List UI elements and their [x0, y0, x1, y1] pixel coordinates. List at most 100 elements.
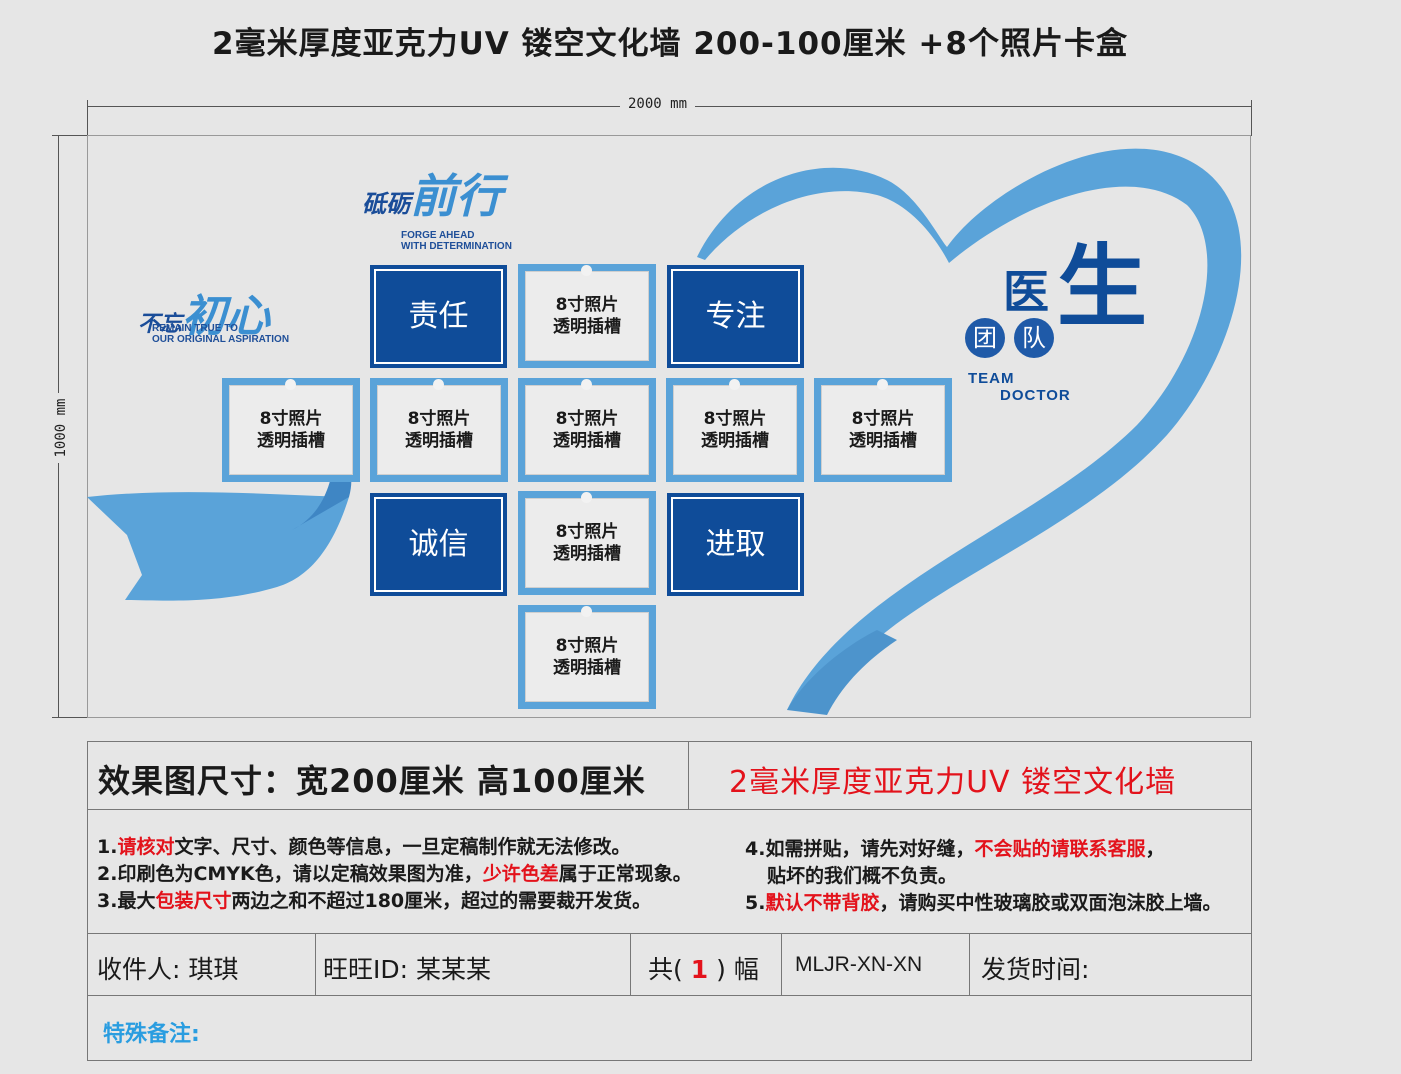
special-remark-label: 特殊备注: — [103, 1022, 200, 1047]
photo-slot-line2: 透明插槽 — [849, 431, 917, 451]
photo-slot-line2: 透明插槽 — [553, 658, 621, 678]
team-char-tuan: 团 — [965, 318, 1005, 358]
effect-size-label: 效果图尺寸：宽200厘米 高100厘米 — [98, 762, 646, 800]
product-code: MLJR-XN-XN — [795, 953, 923, 976]
note-3-text: 两边之和不超过180厘米，超过的需要裁开发货。 — [231, 890, 652, 912]
team-en-line2: DOCTOR — [1000, 387, 1071, 404]
note-3: 3.最大包装尺寸两边之和不超过180厘米，超过的需要裁开发货。 — [97, 888, 651, 915]
table-divider — [87, 995, 1252, 996]
hanging-hole-icon — [581, 379, 592, 390]
slogan-left-en-line1: REMAIN TRUE TO — [152, 323, 238, 334]
photo-slot-line1: 8寸照片 — [555, 295, 619, 315]
photo-slot: 8寸照片透明插槽 — [518, 491, 656, 595]
photo-slot-line1: 8寸照片 — [851, 409, 915, 429]
photo-slot-line2: 透明插槽 — [701, 431, 769, 451]
photo-slot-line1: 8寸照片 — [259, 409, 323, 429]
height-dimension-label: 1000 mm — [53, 393, 69, 463]
hanging-hole-icon — [729, 379, 740, 390]
note-4-line2: 贴坏的我们概不负责。 — [767, 865, 958, 887]
photo-slot: 8寸照片透明插槽 — [518, 605, 656, 709]
note-1-prefix: 1. — [97, 836, 118, 858]
slogan-left-small: 不忘 — [138, 311, 183, 337]
note-4-text: 4.如需拼贴，请先对好缝， — [745, 838, 975, 860]
note-1-text: 文字、尺寸、颜色等信息，一旦定稿制作就无法修改。 — [174, 836, 631, 858]
recipient-field: 收件人: 琪琪 — [97, 955, 239, 984]
slogan-top-small: 砥砺 — [362, 189, 410, 218]
photo-slot-line1: 8寸照片 — [555, 409, 619, 429]
quantity-value: 1 — [690, 955, 709, 984]
note-3-highlight: 包装尺寸 — [155, 890, 232, 912]
note-5-highlight: 默认不带背胶 — [765, 892, 880, 914]
quantity-field: 共(1) 幅 — [648, 950, 759, 986]
hanging-hole-icon — [581, 265, 592, 276]
photo-slot-line2: 透明插槽 — [257, 431, 325, 451]
slogan-top-en-line2: WITH DETERMINATION — [401, 241, 512, 252]
note-1-highlight: 请核对 — [117, 836, 175, 858]
table-divider — [969, 933, 970, 995]
quantity-prefix: 共( — [648, 955, 683, 984]
slogan-remain-true: 不忘初心 — [138, 280, 270, 344]
note-4-highlight: 不会贴的请联系客服 — [974, 838, 1146, 860]
team-char-sheng: 生 — [1057, 238, 1147, 338]
value-tile-integrity: 诚信 — [370, 493, 507, 596]
team-en-line1: TEAM — [968, 370, 1015, 387]
slogan-left-en-line2: OUR ORIGINAL ASPIRATION — [152, 334, 290, 345]
photo-slot-line2: 透明插槽 — [405, 431, 473, 451]
note-2: 2.印刷色为CMYK色，请以定稿效果图为准，少许色差属于正常现象。 — [97, 861, 692, 888]
ship-time-field: 发货时间: — [981, 955, 1090, 984]
value-tile-progress: 进取 — [667, 493, 804, 596]
hanging-hole-icon — [581, 606, 592, 617]
photo-slot-line1: 8寸照片 — [407, 409, 471, 429]
slogan-top-en-line1: FORGE AHEAD — [401, 230, 475, 241]
slogan-forge-ahead: 砥砺前行 — [362, 160, 502, 226]
table-divider — [315, 933, 316, 995]
table-divider — [781, 933, 782, 995]
photo-slot-line2: 透明插槽 — [553, 431, 621, 451]
photo-slot-line1: 8寸照片 — [555, 636, 619, 656]
note-5-prefix: 5. — [745, 892, 766, 914]
slogan-left-big: 初心 — [182, 291, 271, 342]
table-divider — [87, 933, 1252, 934]
note-5: 5.默认不带背胶，请购买中性玻璃胶或双面泡沫胶上墙。 — [745, 890, 1221, 917]
photo-slot-line2: 透明插槽 — [553, 544, 621, 564]
table-divider — [688, 741, 689, 809]
quantity-suffix: ) 幅 — [716, 955, 759, 984]
team-char-dui: 队 — [1014, 318, 1054, 358]
note-4: 4.如需拼贴，请先对好缝，不会贴的请联系客服， — [745, 836, 1164, 863]
note-2-suffix: 属于正常现象。 — [558, 863, 692, 885]
photo-slot: 8寸照片透明插槽 — [814, 378, 952, 482]
photo-slot-line1: 8寸照片 — [555, 522, 619, 542]
photo-slot: 8寸照片透明插槽 — [666, 378, 804, 482]
width-dimension-tick-right — [1251, 100, 1252, 136]
hanging-hole-icon — [877, 379, 888, 390]
order-info-table — [87, 741, 1252, 1061]
photo-slot: 8寸照片透明插槽 — [370, 378, 508, 482]
team-char-yi: 医 — [1003, 266, 1049, 318]
hanging-hole-icon — [581, 492, 592, 503]
note-2-highlight: 少许色差 — [482, 863, 559, 885]
photo-slot: 8寸照片透明插槽 — [518, 264, 656, 368]
note-5-text: ，请购买中性玻璃胶或双面泡沫胶上墙。 — [879, 892, 1222, 914]
note-1: 1.请核对文字、尺寸、颜色等信息，一旦定稿制作就无法修改。 — [97, 834, 630, 861]
value-tile-responsibility: 责任 — [370, 265, 507, 368]
page-title: 2毫米厚度亚克力UV 镂空文化墙 200-100厘米 +8个照片卡盒 — [212, 26, 1128, 62]
table-divider — [630, 933, 631, 995]
photo-slot-line1: 8寸照片 — [703, 409, 767, 429]
note-2-text: 2.印刷色为CMYK色，请以定稿效果图为准， — [97, 863, 483, 885]
photo-slot: 8寸照片透明插槽 — [518, 378, 656, 482]
value-tile-focus: 专注 — [667, 265, 804, 368]
photo-slot-line2: 透明插槽 — [553, 317, 621, 337]
wangwang-id-field: 旺旺ID: 某某某 — [323, 955, 491, 984]
slogan-top-big: 前行 — [410, 169, 502, 223]
note-4-suffix: ， — [1145, 838, 1165, 860]
height-dimension-tick-bottom — [52, 717, 88, 718]
height-dimension-tick-top — [52, 135, 88, 136]
hanging-hole-icon — [285, 379, 296, 390]
product-name: 2毫米厚度亚克力UV 镂空文化墙 — [729, 765, 1177, 800]
table-divider — [87, 809, 1252, 810]
photo-slot: 8寸照片透明插槽 — [222, 378, 360, 482]
width-dimension-label: 2000 mm — [620, 96, 696, 112]
width-dimension-tick-left — [87, 100, 88, 136]
note-3-prefix: 3.最大 — [97, 890, 156, 912]
hanging-hole-icon — [433, 379, 444, 390]
